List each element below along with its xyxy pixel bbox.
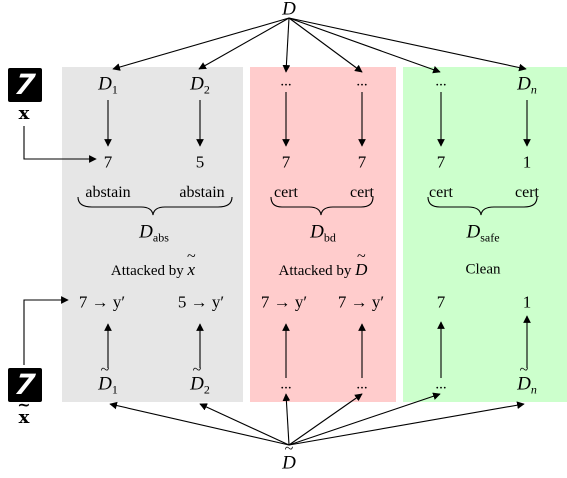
safe-bottom-set-1: ... — [435, 376, 447, 393]
bottom-set-d1: D1 — [98, 375, 118, 396]
bd-attack-caption: Attacked by D — [279, 261, 368, 279]
safe-prediction-1: 7 — [436, 152, 446, 172]
safe-cert-2: cert — [515, 184, 539, 201]
set-d1: D1 — [98, 73, 118, 97]
clean-digit-image: 7 — [8, 68, 42, 102]
abs-group-label: Dabs — [139, 221, 169, 245]
brace-abs — [77, 196, 233, 216]
dataset-node-bottom: D — [282, 454, 296, 473]
set-d2: D2 — [190, 73, 210, 97]
arrow-d-to-d1 — [112, 17, 290, 71]
abs-prediction-1: 7 — [103, 152, 113, 172]
bd-cert-1: cert — [274, 184, 298, 201]
bd-set-1: ... — [280, 73, 292, 90]
bd-bottom-set-1: ... — [280, 376, 292, 393]
safe-output-1: 7 — [436, 292, 446, 312]
safe-group-label: Dsafe — [466, 221, 500, 245]
abs-attacked-prediction-1: 7 → y′ — [78, 292, 126, 312]
arrow-dt-to-bd2 — [288, 393, 363, 446]
brace-bd — [270, 196, 374, 216]
bd-prediction-1: 7 — [281, 152, 291, 172]
brace-safe — [427, 196, 538, 216]
abs-cert-1: abstain — [85, 184, 131, 201]
bd-attacked-prediction-1: 7 → y′ — [260, 292, 308, 312]
arrow-d-to-bd2 — [288, 17, 363, 73]
arrow-d-to-d2 — [198, 17, 290, 70]
arrow-dt-to-d2 — [199, 403, 290, 446]
safe-partition-panel — [403, 67, 567, 402]
clean-input-label: x — [18, 103, 30, 124]
bd-attacked-prediction-2: 7 → y′ — [337, 292, 385, 312]
attacked-input-label: x — [19, 409, 30, 427]
safe-prediction-2: 1 — [522, 152, 532, 172]
bottom-set-d2: D2 — [190, 375, 210, 396]
abstain-partition-panel — [62, 67, 243, 402]
backdoor-partition-panel — [250, 67, 396, 402]
safe-set-1: ... — [435, 73, 447, 90]
arrow-dt-to-d1 — [109, 401, 290, 446]
set-dn: Dn — [517, 73, 537, 97]
arrow-d-to-bd1 — [282, 17, 291, 73]
arrow-x-to-prediction — [23, 126, 97, 163]
bd-group-label: Dbd — [310, 221, 336, 245]
arrow-d-to-dn — [288, 17, 527, 72]
arrow-dt-to-dn — [288, 401, 525, 446]
safe-output-2: 1 — [522, 292, 532, 312]
abs-attack-caption: Attacked by x — [111, 261, 195, 279]
abs-attacked-prediction-2: 5 → y′ — [177, 292, 225, 312]
arrow-dt-to-bd1 — [282, 393, 291, 446]
arrow-dt-to-safe1 — [288, 392, 441, 446]
bottom-set-dn: Dn — [517, 375, 537, 396]
arrow-d-to-safe1 — [288, 17, 441, 74]
safe-cert-1: cert — [429, 184, 453, 201]
safe-status-caption: Clean — [465, 261, 501, 278]
bd-set-2: ... — [356, 73, 368, 90]
bd-cert-2: cert — [350, 184, 374, 201]
bd-prediction-2: 7 — [357, 152, 367, 172]
abs-prediction-2: 5 — [195, 152, 205, 172]
dataset-node-top: D — [282, 0, 296, 20]
abs-cert-2: abstain — [179, 184, 225, 201]
arrow-xtilde-to-prediction — [23, 296, 69, 365]
bd-bottom-set-2: ... — [356, 376, 368, 393]
